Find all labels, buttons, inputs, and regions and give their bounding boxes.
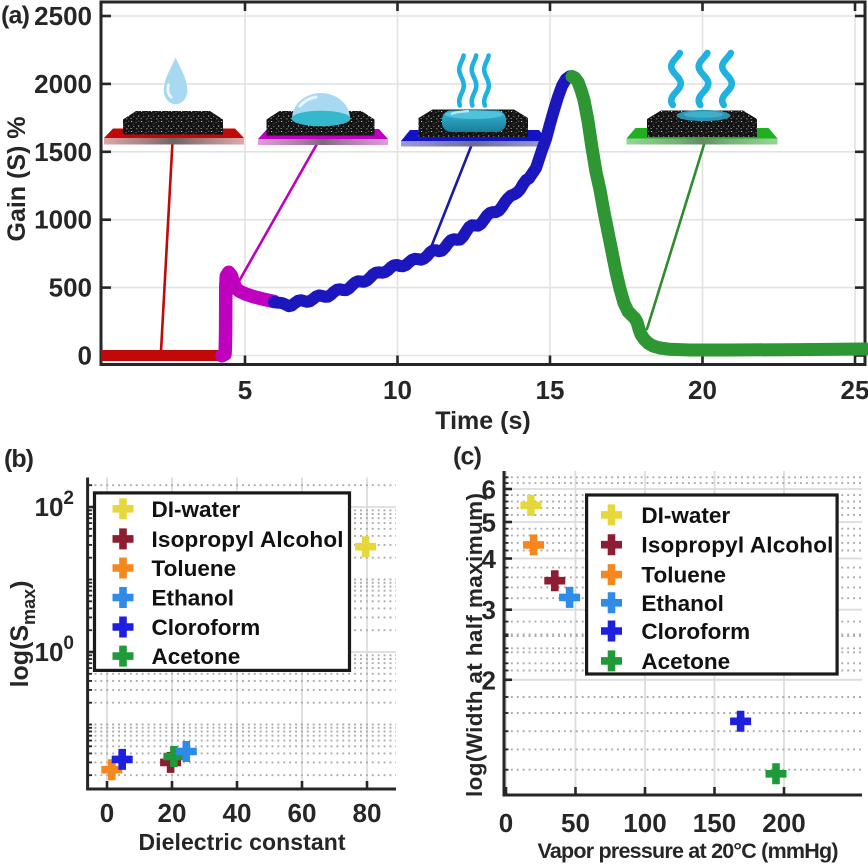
svg-text:Acetone: Acetone [641, 649, 730, 674]
svg-text:500: 500 [49, 273, 92, 303]
svg-text:Gain (S) %: Gain (S) % [3, 116, 31, 241]
svg-text:60: 60 [288, 798, 317, 828]
svg-text:(a): (a) [1, 2, 30, 30]
svg-text:1500: 1500 [34, 137, 92, 167]
svg-text:DI-water: DI-water [641, 503, 730, 528]
svg-text:80: 80 [353, 798, 382, 828]
svg-text:Toluene: Toluene [152, 556, 237, 581]
svg-text:3: 3 [482, 595, 496, 625]
svg-text:5: 5 [482, 508, 496, 538]
svg-text:150: 150 [693, 808, 736, 838]
svg-text:5: 5 [238, 375, 252, 405]
svg-text:2500: 2500 [34, 1, 92, 31]
svg-text:(c): (c) [453, 443, 482, 471]
svg-text:0: 0 [499, 808, 513, 838]
svg-text:25: 25 [841, 375, 868, 405]
svg-text:Time (s): Time (s) [435, 407, 530, 435]
svg-text:Ethanol: Ethanol [152, 586, 235, 611]
svg-text:(b): (b) [4, 445, 34, 473]
svg-text:2: 2 [482, 665, 496, 695]
svg-text:Dielectric constant: Dielectric constant [139, 829, 346, 855]
svg-text:20: 20 [158, 798, 187, 828]
svg-text:Isopropyl Alcohol: Isopropyl Alcohol [152, 527, 344, 552]
svg-text:100: 100 [623, 808, 666, 838]
svg-text:Acetone: Acetone [152, 644, 241, 669]
svg-text:20: 20 [688, 375, 717, 405]
svg-text:2000: 2000 [34, 69, 92, 99]
svg-text:Isopropyl Alcohol: Isopropyl Alcohol [641, 533, 833, 558]
svg-text:0: 0 [78, 341, 92, 371]
svg-text:0: 0 [100, 798, 114, 828]
svg-text:4: 4 [482, 544, 497, 574]
svg-text:6: 6 [482, 475, 496, 505]
svg-text:1000: 1000 [34, 205, 92, 235]
svg-text:Cloroform: Cloroform [152, 615, 261, 640]
svg-text:15: 15 [536, 375, 565, 405]
svg-text:Cloroform: Cloroform [641, 619, 750, 644]
svg-text:10: 10 [383, 375, 412, 405]
svg-text:Ethanol: Ethanol [641, 591, 724, 616]
svg-text:Toluene: Toluene [641, 563, 726, 588]
svg-text:DI-water: DI-water [152, 497, 241, 522]
svg-text:log(Width at half maximum): log(Width at half maximum) [462, 493, 487, 797]
svg-text:Vapor pressure at 20°C (mmHg): Vapor pressure at 20°C (mmHg) [538, 839, 839, 863]
svg-text:40: 40 [223, 798, 252, 828]
svg-text:200: 200 [762, 808, 805, 838]
svg-text:50: 50 [561, 808, 590, 838]
